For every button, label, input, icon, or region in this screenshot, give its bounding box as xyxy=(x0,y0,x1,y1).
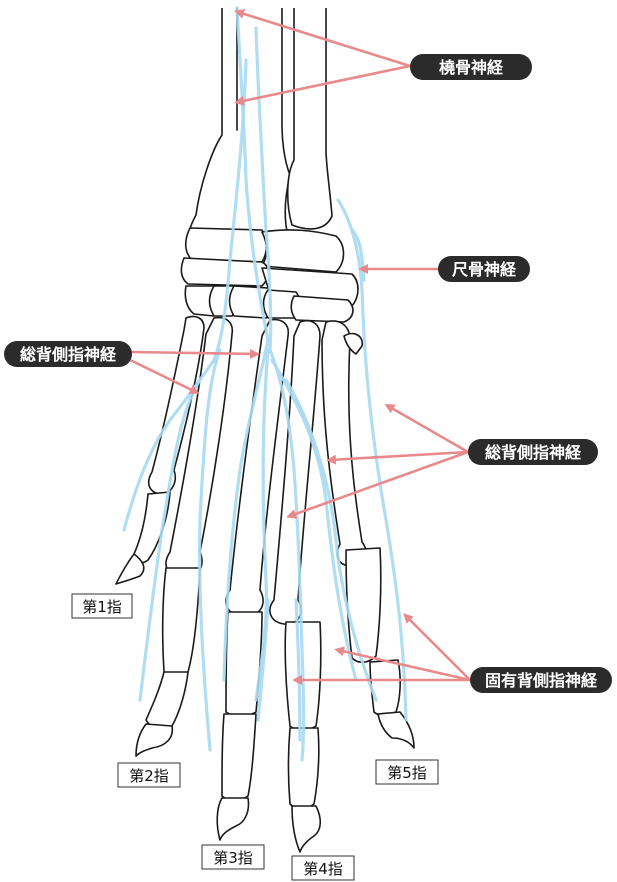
label-proper-dorsal-text: 固有背側指神経 xyxy=(485,671,598,690)
label-ulnar-nerve-text: 尺骨神経 xyxy=(452,260,517,279)
label-common-dorsal-left-text: 総背側指神経 xyxy=(20,345,117,364)
ulna-bone xyxy=(288,8,332,229)
label-common-dorsal-right-text: 総背側指神経 xyxy=(485,443,582,462)
label-radial-nerve: 橈骨神経 xyxy=(410,54,532,80)
digit-label-5-text: 第5指 xyxy=(387,764,427,782)
digit-label-2: 第2指 xyxy=(118,763,180,787)
digit-label-3: 第3指 xyxy=(202,845,264,869)
digit-label-1: 第1指 xyxy=(72,594,132,618)
digit-label-5: 第5指 xyxy=(376,760,438,784)
digit-label-4: 第4指 xyxy=(292,856,354,880)
digit-label-1-text: 第1指 xyxy=(82,598,122,616)
label-radial-nerve-text: 橈骨神経 xyxy=(439,58,504,77)
label-common-dorsal-left: 総背側指神経 xyxy=(4,341,132,367)
label-proper-dorsal: 固有背側指神経 xyxy=(470,667,612,693)
label-common-dorsal-right: 総背側指神経 xyxy=(468,439,598,465)
digit-label-2-text: 第2指 xyxy=(129,767,169,785)
label-ulnar-nerve: 尺骨神経 xyxy=(438,256,530,282)
digit-label-4-text: 第4指 xyxy=(303,860,343,878)
digit-label-3-text: 第3指 xyxy=(213,849,253,867)
